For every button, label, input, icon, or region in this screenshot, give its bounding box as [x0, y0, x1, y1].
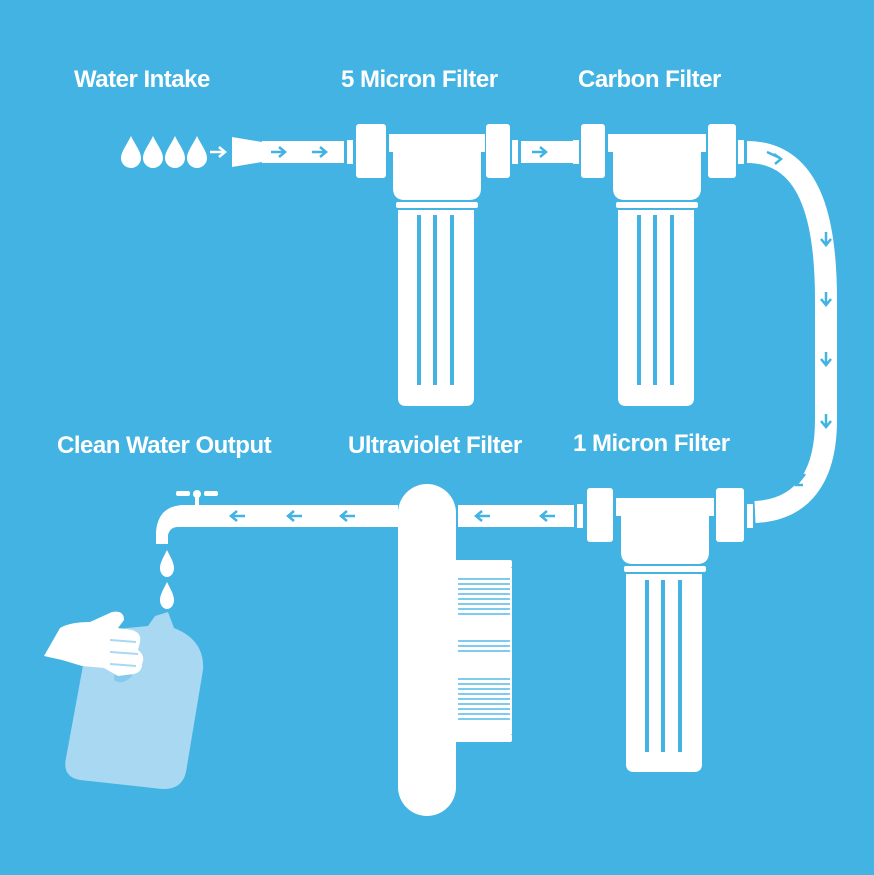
label-water-intake: Water Intake [74, 66, 210, 93]
carbon-filter [581, 124, 736, 406]
label-clean-water-output: Clean Water Output [57, 432, 272, 459]
arrow-right-icon [271, 146, 287, 158]
arrow-left-icon [539, 510, 555, 522]
flow-arrows [229, 146, 832, 522]
arrow-down-icon [820, 352, 832, 367]
arrow-down-icon [820, 414, 832, 429]
label-one-micron-filter: 1 Micron Filter [573, 430, 730, 457]
arrow-right-icon [766, 150, 784, 165]
arrow-right-icon [532, 146, 548, 158]
arrow-left-icon [229, 510, 245, 522]
arrow-down-icon [820, 232, 832, 247]
arrow-right-icon [210, 146, 227, 158]
label-ultraviolet-filter: Ultraviolet Filter [348, 432, 522, 459]
arrow-down-icon [794, 473, 806, 487]
water-drop-icon [187, 136, 207, 168]
label-five-micron-filter: 5 Micron Filter [341, 66, 498, 93]
arrow-down-icon [820, 292, 832, 307]
label-carbon-filter: Carbon Filter [578, 66, 721, 93]
hand-icon [44, 611, 144, 676]
arrow-left-icon [339, 510, 355, 522]
one-micron-filter [587, 488, 753, 772]
uv-inlet-pipe [458, 504, 583, 528]
carbon-outlet [738, 140, 744, 164]
arrow-left-icon [474, 510, 490, 522]
output-drops [160, 550, 174, 609]
water-drop-icon [143, 136, 163, 168]
water-drop-icon [165, 136, 185, 168]
five-micron-filter [356, 124, 510, 406]
side-hose [746, 141, 837, 523]
water-drop-icon [160, 550, 174, 577]
faucet-icon [156, 490, 218, 544]
intake-pipe [232, 137, 353, 167]
water-drops [121, 136, 207, 168]
ultraviolet-filter [398, 484, 512, 816]
water-drop-icon [121, 136, 141, 168]
water-drop-icon [160, 582, 174, 609]
arrow-left-icon [286, 510, 302, 522]
arrow-right-icon [312, 146, 328, 158]
